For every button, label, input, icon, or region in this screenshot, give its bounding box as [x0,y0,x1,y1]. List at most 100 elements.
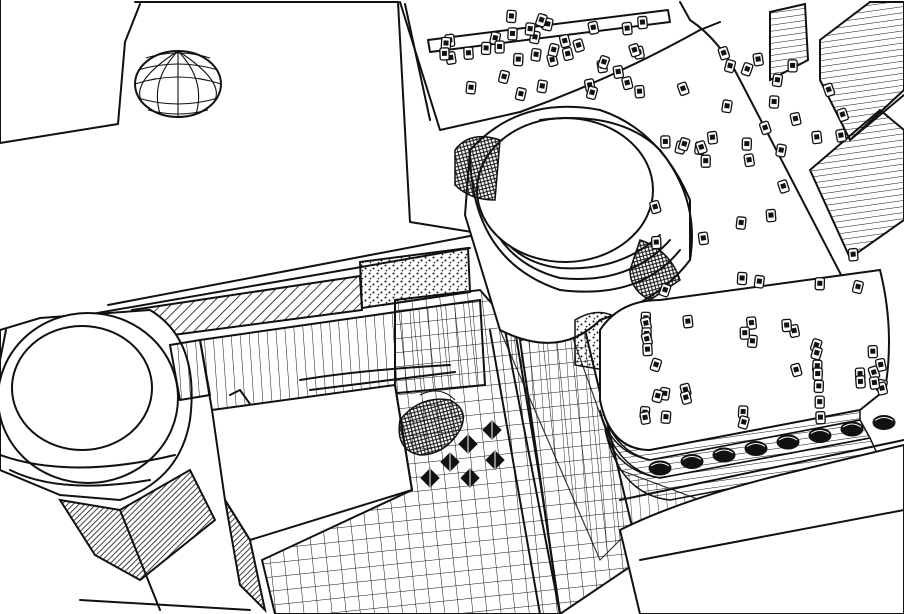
car-roof [740,408,746,415]
car-roof [744,141,750,147]
car-roof [544,20,551,27]
car-roof [682,394,689,401]
car-roof [746,156,752,163]
car-roof [509,30,516,36]
car-roof [662,138,668,144]
car-roof [698,143,705,151]
car-roof [816,383,822,389]
car-roof [550,46,557,53]
car-roof [600,58,608,65]
car-roof [749,338,756,344]
car-roof [517,90,524,97]
car-roof [468,84,474,90]
car-roof [783,322,790,328]
pavilion-highlight [811,431,829,434]
car-roof [501,73,508,80]
car-roof [825,86,832,93]
car-roof [685,318,691,324]
car-roof [709,134,716,140]
car-roof [839,111,846,118]
car-roof [755,56,761,62]
car-roof [652,203,659,210]
car-roof [814,363,820,369]
car-roof [643,335,650,342]
car-roof [768,212,774,218]
car-roof [538,16,545,23]
car-roof [533,51,539,58]
upper-left-block [0,0,472,232]
car-roof [636,88,643,94]
car-roof [681,140,688,147]
car-roof [850,251,856,257]
car-roof [780,182,787,190]
car-roof [778,147,785,153]
car-roof [661,286,669,293]
car-roof [654,392,661,399]
car-roof [631,46,638,53]
parked-cars [440,10,888,429]
pavilion-highlight [779,437,797,440]
car-roof [590,24,597,31]
car-roof [483,45,489,51]
car-roof [653,239,659,245]
car-roof [792,115,799,122]
car-roof [624,79,631,86]
car-roof [492,34,499,41]
car-roof [878,384,885,392]
tall-building [770,2,904,258]
car-roof [575,41,582,49]
car-roof [756,278,763,284]
pavilion-row [649,416,895,476]
car-roof [771,98,777,105]
car-roof [814,134,820,140]
car-roof [817,399,823,405]
car-roof [624,25,630,31]
car-roof [615,68,622,75]
pavilion-highlight [875,418,893,421]
car-roof [738,219,744,226]
car-roof [774,76,781,83]
car-roof [813,349,820,356]
car-roof [817,414,824,420]
car-roof [857,370,863,377]
car-roof [791,327,798,334]
left-rotunda [0,310,215,580]
car-roof [838,132,844,139]
car-roof [703,158,709,164]
car-roof [739,275,745,281]
pavilion-highlight [651,463,669,466]
pavilion-highlight [715,450,733,453]
car-roof [508,13,515,19]
car-roof [857,378,864,385]
car-roof [744,65,751,73]
car-roof [870,368,878,376]
tree-cluster [399,391,463,455]
car-roof [877,361,884,368]
car-roof [515,56,521,62]
car-roof [740,418,747,425]
pavilion-highlight [747,444,765,447]
car-roof [793,366,800,373]
small-tower [770,4,808,80]
parking-lot-upper [400,2,880,350]
central-tower [455,107,692,370]
car-roof [748,319,755,326]
car-roof [871,379,878,386]
car-roof [663,413,669,420]
car-roof [497,44,503,49]
car-roof [724,102,730,109]
car-roof [742,330,748,336]
car-roof [815,370,821,377]
car-roof [527,25,533,32]
car-roof [790,62,796,68]
kiosk-group [421,421,504,487]
car-roof [561,37,568,44]
car-roof [549,56,556,63]
car-roof [589,89,596,96]
car-roof [642,320,649,327]
dome [135,51,221,117]
car-roof [564,50,571,57]
pavilion-highlight [683,457,701,460]
car-roof [870,348,876,354]
